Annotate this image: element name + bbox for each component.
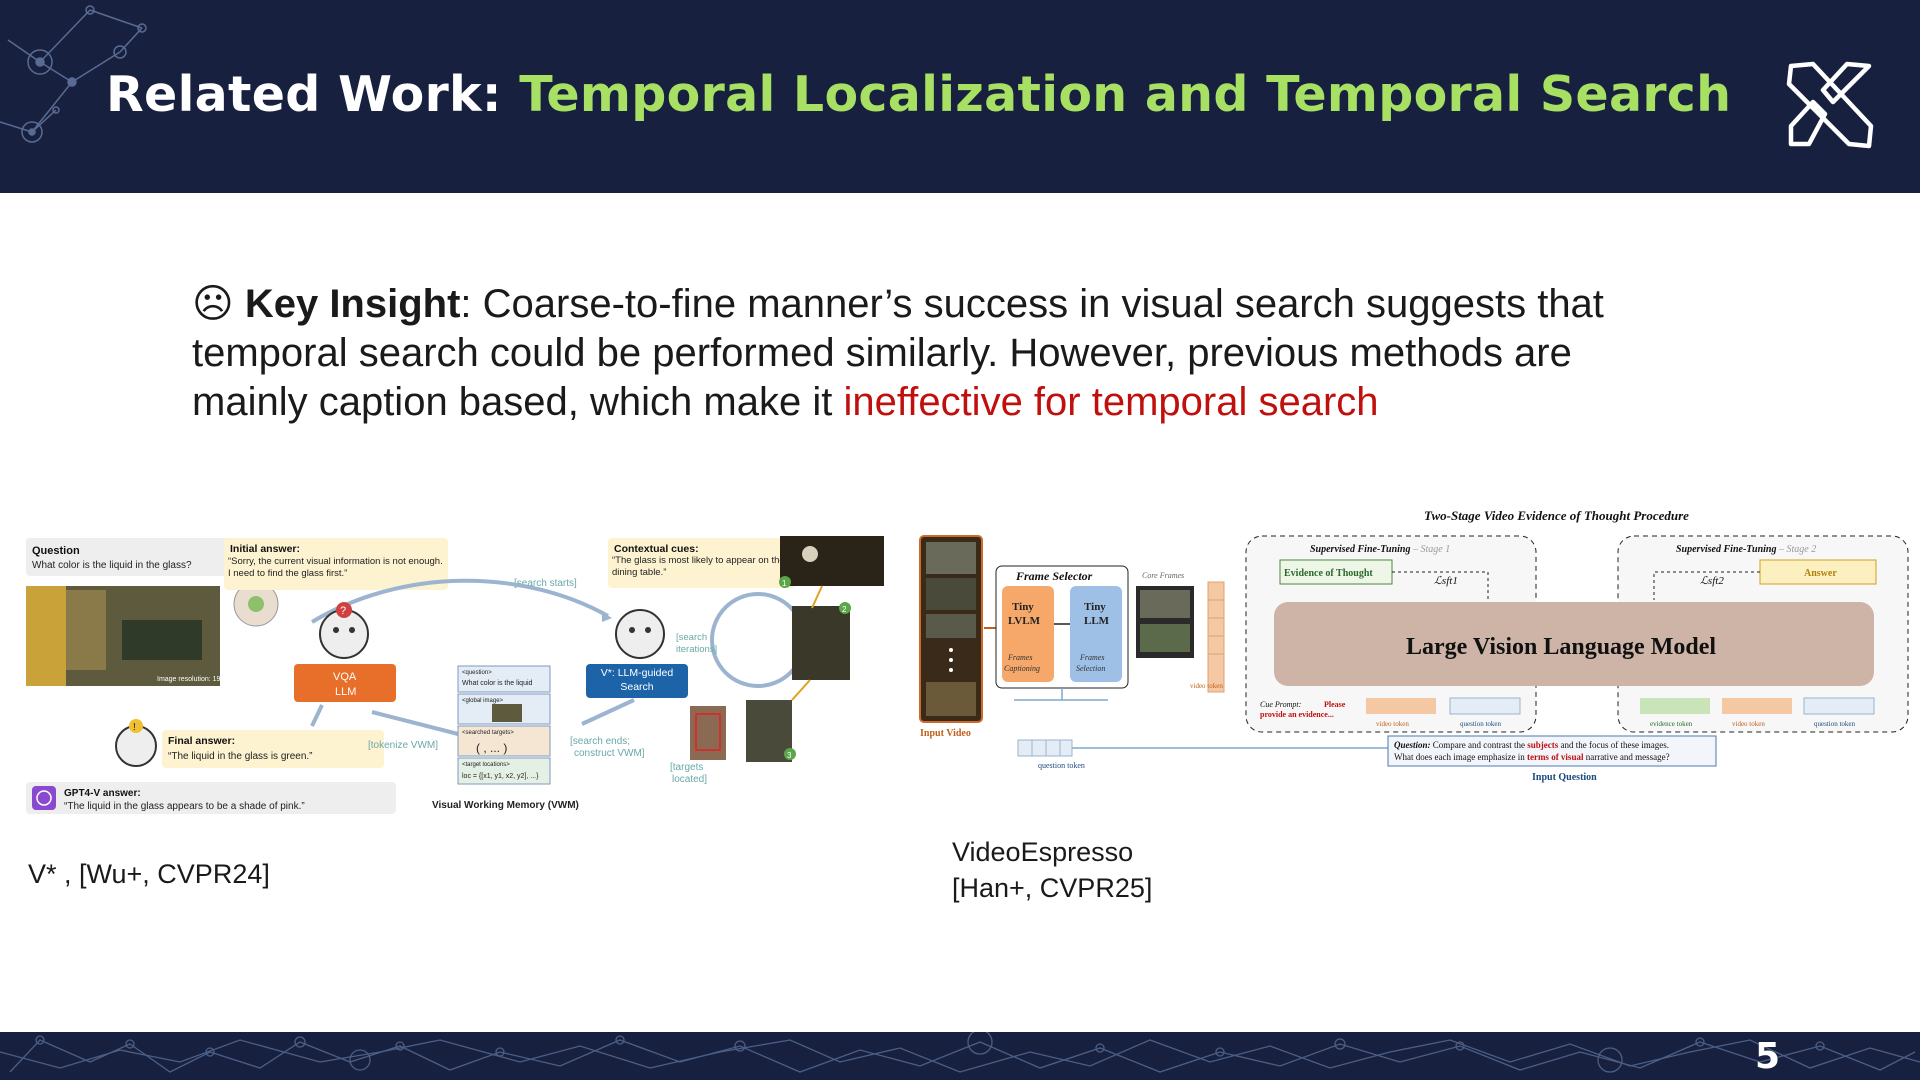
video-token-label: video token xyxy=(1190,682,1223,690)
svg-text:<question>: <question> xyxy=(462,670,492,676)
vstar-caption: V* , [Wu+, CVPR24] xyxy=(28,856,270,892)
final-answer-text: “The liquid in the glass is green.” xyxy=(168,751,313,762)
svg-text:question token: question token xyxy=(1460,720,1502,728)
videoespresso-caption: VideoEspresso [Han+, CVPR25] xyxy=(952,834,1152,906)
initial-answer-text: “Sorry, the current visual information i… xyxy=(228,556,446,580)
procedure-title: Two-Stage Video Evidence of Thought Proc… xyxy=(1424,508,1689,523)
stage2-label: Supervised Fine-Tuning – Stage 2 xyxy=(1676,544,1816,555)
svg-text:iterations]: iterations] xyxy=(676,644,717,655)
gpt-answer-text: “The liquid in the glass appears to be a… xyxy=(64,801,305,812)
svg-text:What color is the liquid: What color is the liquid xyxy=(462,680,533,687)
visual-working-memory: <question> What color is the liquid <glo… xyxy=(432,666,579,811)
svg-text:<searched targets>: <searched targets> xyxy=(462,730,514,736)
table-zoom-image xyxy=(792,606,850,680)
svg-text:3: 3 xyxy=(787,751,792,760)
svg-text:question token: question token xyxy=(1814,720,1856,728)
logo-icon xyxy=(1785,60,1875,150)
question-text: What color is the liquid in the glass? xyxy=(32,560,192,571)
title-prefix: Related Work: xyxy=(106,66,519,123)
vstar-figure: Question What color is the liquid in the… xyxy=(22,530,892,820)
vqa-llm-label: VQA xyxy=(333,671,357,683)
svg-text:video token: video token xyxy=(1376,720,1409,728)
slide-header: Related Work: Temporal Localization and … xyxy=(0,0,1920,193)
svg-text:Frames: Frames xyxy=(1079,653,1104,662)
search-ends-label: [search ends; xyxy=(570,736,630,747)
input-video-label: Input Video xyxy=(920,728,971,739)
svg-text:video token: video token xyxy=(1732,720,1765,728)
targets-located-label: [targets xyxy=(670,762,703,773)
tiny-lvlm-label: Tiny xyxy=(1012,601,1034,613)
provide-evidence-label: provide an evidence... xyxy=(1260,710,1334,719)
search-avatar-icon xyxy=(616,610,664,658)
input-question-text: Question: Compare and contrast the subje… xyxy=(1394,740,1669,750)
svg-text:Selection: Selection xyxy=(1076,664,1105,673)
contextual-cues-label: Contextual cues: xyxy=(614,543,699,555)
title-highlight: Temporal Localization and Temporal Searc… xyxy=(519,66,1731,123)
svg-text:LLM: LLM xyxy=(335,686,356,698)
svg-text:!: ! xyxy=(133,722,136,733)
page-title: Related Work: Temporal Localization and … xyxy=(106,66,1731,123)
answer-label: Answer xyxy=(1804,568,1837,579)
svg-text:What does each image emphasize: What does each image emphasize in terms … xyxy=(1394,752,1670,762)
slide-footer xyxy=(0,1032,1920,1080)
insight-highlight: ineffective for temporal search xyxy=(843,380,1378,424)
key-insight-label: Key Insight xyxy=(245,282,461,326)
svg-text:loc = {[x1, y1, x2, y2], ...}: loc = {[x1, y1, x2, y2], ...} xyxy=(462,773,539,780)
svg-text:construct VWM]: construct VWM] xyxy=(574,748,645,759)
final-answer-label: Final answer: xyxy=(168,735,235,747)
gpt-logo-icon xyxy=(32,786,56,810)
lvlm-label: Large Vision Language Model xyxy=(1406,634,1716,660)
svg-text:Captioning: Captioning xyxy=(1004,664,1040,673)
question-label: Question xyxy=(32,545,80,557)
svg-text:evidence token: evidence token xyxy=(1650,720,1693,728)
loss-sft1: ℒsft1 xyxy=(1434,575,1458,587)
frame-selector-label: Frame Selector xyxy=(1015,569,1093,583)
image-resolution: Image resolution: 1920 × 830 xyxy=(157,676,248,683)
cue-prompt-label: Cue Prompt: xyxy=(1260,700,1302,709)
svg-text:located]: located] xyxy=(672,774,707,785)
vwm-title: Visual Working Memory (VWM) xyxy=(432,800,579,811)
videoespresso-caption-line1: VideoEspresso xyxy=(952,834,1152,870)
svg-text:Please: Please xyxy=(1324,700,1346,709)
contextual-cues-text: “The glass is most likely to appear on t… xyxy=(612,555,794,579)
videoespresso-figure: Two-Stage Video Evidence of Thought Proc… xyxy=(914,504,1914,784)
tokenize-vwm-label: [tokenize VWM] xyxy=(368,740,438,751)
search-iterations-label: [search xyxy=(676,632,707,643)
svg-text:Frames: Frames xyxy=(1007,653,1032,662)
key-insight-text: ☹ Key Insight: Coarse-to-fine manner’s s… xyxy=(192,280,1612,427)
gpt-answer-label: GPT4-V answer: xyxy=(64,788,141,799)
evidence-of-thought-label: Evidence of Thought xyxy=(1284,568,1373,579)
svg-text:( , ... ): ( , ... ) xyxy=(476,741,507,755)
llm-guided-search-label: V*: LLM-guided Search xyxy=(588,666,686,694)
videoespresso-caption-line2: [Han+, CVPR25] xyxy=(952,870,1152,906)
tiny-llm-label: Tiny xyxy=(1084,601,1106,613)
svg-text:<target locations>: <target locations> xyxy=(462,762,510,768)
lamp-crop-image xyxy=(780,536,884,586)
svg-text:<global image>: <global image> xyxy=(462,698,504,704)
core-frames-label: Core Frames xyxy=(1142,571,1184,580)
svg-text:LVLM: LVLM xyxy=(1008,615,1041,627)
svg-text:LLM: LLM xyxy=(1084,615,1110,627)
stage1-label: Supervised Fine-Tuning – Stage 1 xyxy=(1310,544,1450,555)
svg-text:2: 2 xyxy=(842,605,847,614)
svg-text:1: 1 xyxy=(782,579,787,588)
sad-face-icon: ☹ xyxy=(192,282,234,326)
loss-sft2: ℒsft2 xyxy=(1700,575,1724,587)
question-token-label: question token xyxy=(1038,761,1085,770)
initial-answer-label: Initial answer: xyxy=(230,543,300,555)
svg-text:?: ? xyxy=(340,605,346,617)
network-decoration-footer xyxy=(0,1032,1920,1080)
input-question-label: Input Question xyxy=(1532,772,1597,783)
page-number: 5 xyxy=(1755,1036,1780,1077)
